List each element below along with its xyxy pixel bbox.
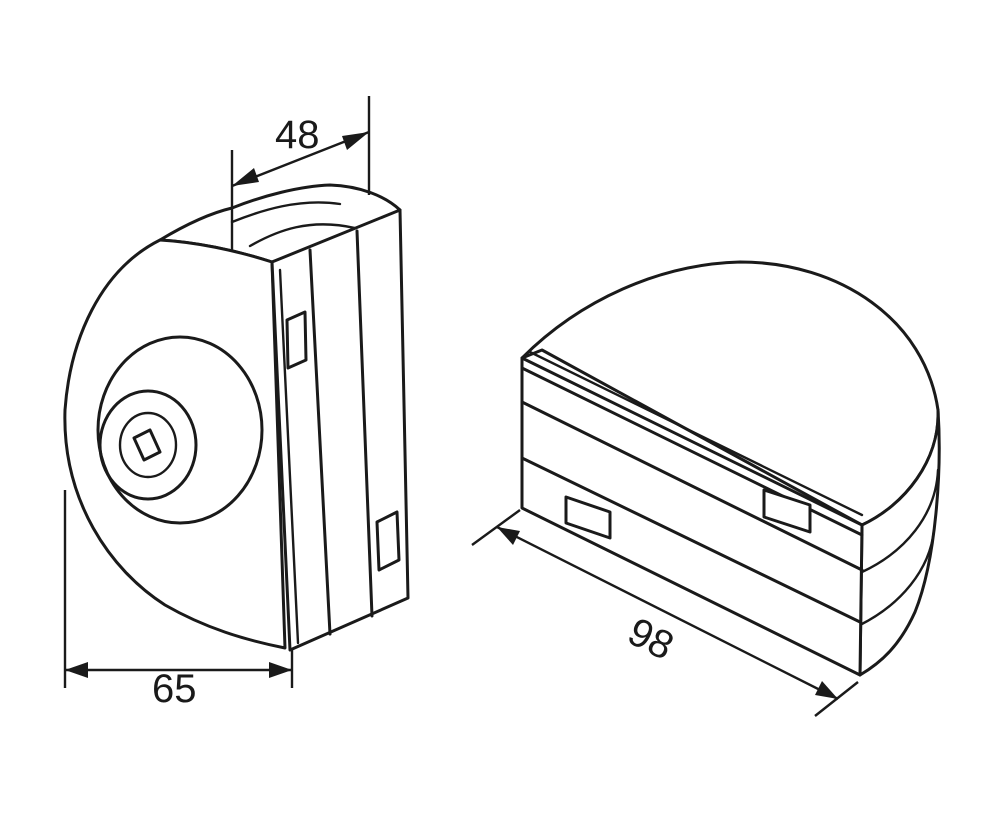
lock-upper-slot (285, 310, 308, 370)
depth-arrow-right (342, 132, 369, 150)
length-label: 98 (621, 610, 681, 669)
dimension-width: 65 (63, 490, 294, 711)
lock-front-plate (270, 208, 410, 652)
lock-plate-divider-2 (355, 229, 374, 618)
keyhole-icon (132, 428, 162, 462)
lock-body-side-view (63, 183, 410, 652)
width-arrow-right (269, 662, 292, 678)
strike-front-line-2 (520, 400, 864, 572)
strike-front-line-3 (520, 456, 862, 624)
strike-plate-view (520, 260, 941, 677)
lock-keyhole-ring-outer (98, 389, 198, 501)
strike-front-line-4 (528, 350, 864, 517)
dimension-depth: 48 (230, 96, 371, 250)
lock-plate-divider-1 (308, 248, 332, 636)
length-arrow-left (497, 527, 520, 545)
length-dimension-line (496, 525, 839, 701)
length-arrow-right (815, 681, 838, 699)
lock-keyhole-ring-inner (118, 411, 178, 479)
strike-curved-side (858, 408, 941, 677)
length-extension-left (471, 509, 521, 546)
strike-slot-left (564, 495, 612, 540)
lock-top-groove-2 (248, 223, 357, 248)
width-arrow-left (65, 662, 88, 678)
depth-arrow-left (232, 168, 259, 186)
depth-label: 48 (275, 113, 320, 157)
strike-side-layer-1 (860, 468, 940, 574)
lock-top-groove-1 (230, 201, 342, 224)
lock-lower-slot (375, 510, 401, 572)
lock-cylinder-boss (96, 335, 264, 525)
lock-plate-inner-edge (278, 268, 300, 645)
strike-side-layer-2 (858, 528, 936, 627)
strike-slot-right (762, 488, 812, 534)
width-label: 65 (152, 667, 197, 711)
